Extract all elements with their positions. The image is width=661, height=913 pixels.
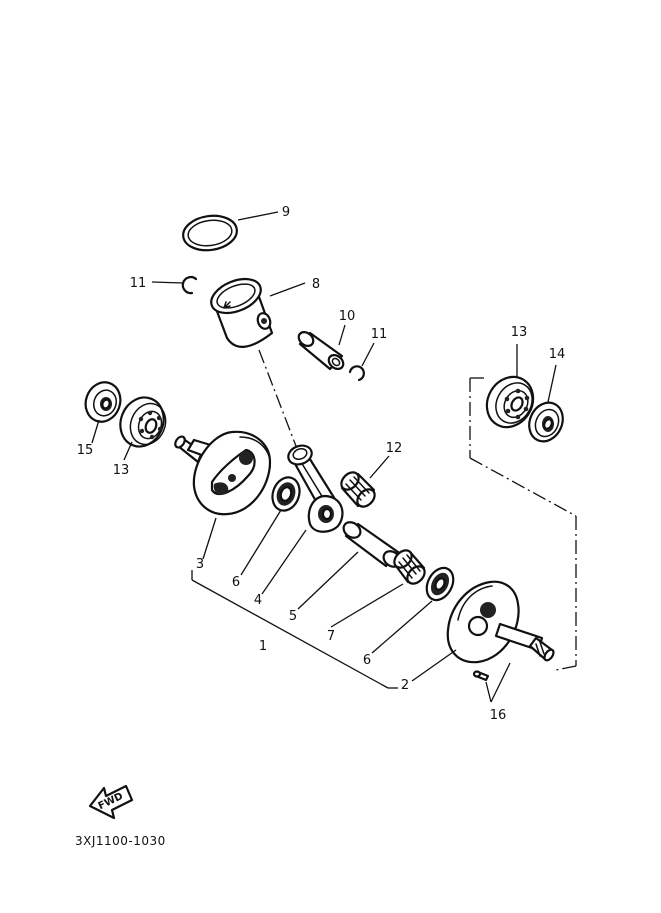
callout-13-right: 13: [511, 325, 528, 340]
bearing-right: [485, 375, 535, 429]
oil-seal-left: [84, 381, 122, 423]
thrust-washer-right: [425, 566, 455, 602]
callout-5: 5: [289, 609, 297, 624]
circlip-left: [181, 276, 198, 295]
crank-web-left: [174, 430, 272, 516]
oil-seal-right: [528, 401, 564, 443]
callout-12: 12: [386, 441, 403, 456]
circlip-right: [348, 365, 365, 382]
piston-ring: [182, 214, 238, 252]
callout-6-left: 6: [232, 575, 240, 590]
alignment-lines-right: [469, 377, 577, 671]
thrust-washer-left: [271, 476, 301, 512]
callout-14: 14: [549, 347, 566, 362]
callout-7: 7: [327, 629, 335, 644]
fwd-arrow-icon: FWD: [88, 784, 134, 820]
callout-4: 4: [254, 593, 262, 608]
callout-16: 16: [490, 708, 507, 723]
piston: [210, 277, 274, 348]
big-end-bearing: [393, 549, 426, 585]
drawing-code: 3XJ1100-1030: [75, 834, 166, 848]
callout-1: 1: [259, 639, 267, 654]
crank-web-right: [446, 580, 555, 664]
piston-pin: [297, 331, 345, 371]
callout-3: 3: [196, 557, 204, 572]
callout-6-right: 6: [363, 653, 371, 668]
callout-11-left: 11: [130, 276, 147, 291]
callout-8: 8: [312, 277, 320, 292]
callout-10: 10: [339, 309, 356, 324]
callout-15: 15: [77, 443, 94, 458]
assembly-bracket: [191, 570, 398, 689]
callout-11-right: 11: [371, 327, 388, 342]
bearing-left: [119, 396, 167, 448]
connecting-rod: [287, 444, 344, 533]
callout-9: 9: [282, 205, 290, 220]
woodruff-key: [472, 670, 490, 682]
small-end-bearing: [340, 471, 376, 508]
callout-13-left: 13: [113, 463, 130, 478]
callout-2: 2: [401, 678, 409, 693]
